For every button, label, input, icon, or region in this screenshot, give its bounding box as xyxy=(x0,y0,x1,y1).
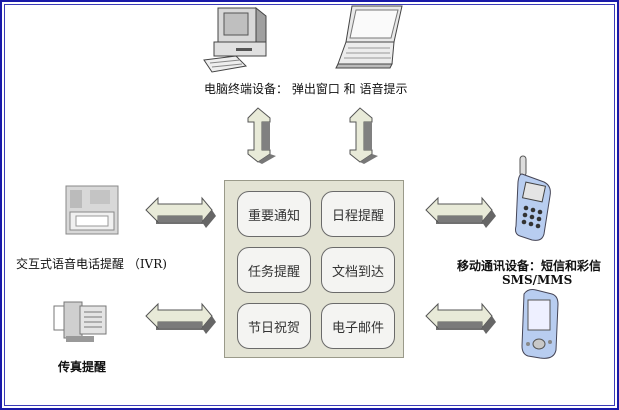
horizontal-double-arrow-fax xyxy=(145,302,216,334)
item-holiday-greeting: 节日祝贺 xyxy=(237,303,311,349)
vertical-double-arrow-left xyxy=(247,107,276,164)
inner-frame xyxy=(4,4,615,406)
fax-machine-icon xyxy=(53,301,107,342)
ivr-phone-icon xyxy=(65,185,119,235)
mobile-phone-icon xyxy=(515,155,551,241)
horizontal-double-arrow-mobile xyxy=(425,196,496,228)
laptop-icon xyxy=(335,5,403,69)
pda-device-icon xyxy=(521,289,559,359)
horizontal-double-arrow-ivr xyxy=(145,196,216,228)
horizontal-double-arrow-pda xyxy=(425,302,496,334)
computer-terminal-label: 电脑终端设备： 弹出窗口 和 语音提示 xyxy=(204,82,408,96)
vertical-double-arrow-right xyxy=(349,107,378,164)
item-schedule-reminder: 日程提醒 xyxy=(321,191,395,237)
mobile-device-label: 移动通讯设备：短信和彩信 xyxy=(457,259,602,273)
sms-mms-label: SMS/MMS xyxy=(502,273,573,287)
desktop-computer-icon xyxy=(203,6,267,73)
item-email: 电子邮件 xyxy=(321,303,395,349)
fax-label: 传真提醒 xyxy=(58,360,107,374)
item-important-notice: 重要通知 xyxy=(237,191,311,237)
notification-types-panel: 重要通知 日程提醒 任务提醒 文档到达 节日祝贺 电子邮件 xyxy=(224,180,404,358)
ivr-label: 交互式语音电话提醒 （IVR) xyxy=(16,257,167,271)
item-task-reminder: 任务提醒 xyxy=(237,247,311,293)
item-document-arrival: 文档到达 xyxy=(321,247,395,293)
